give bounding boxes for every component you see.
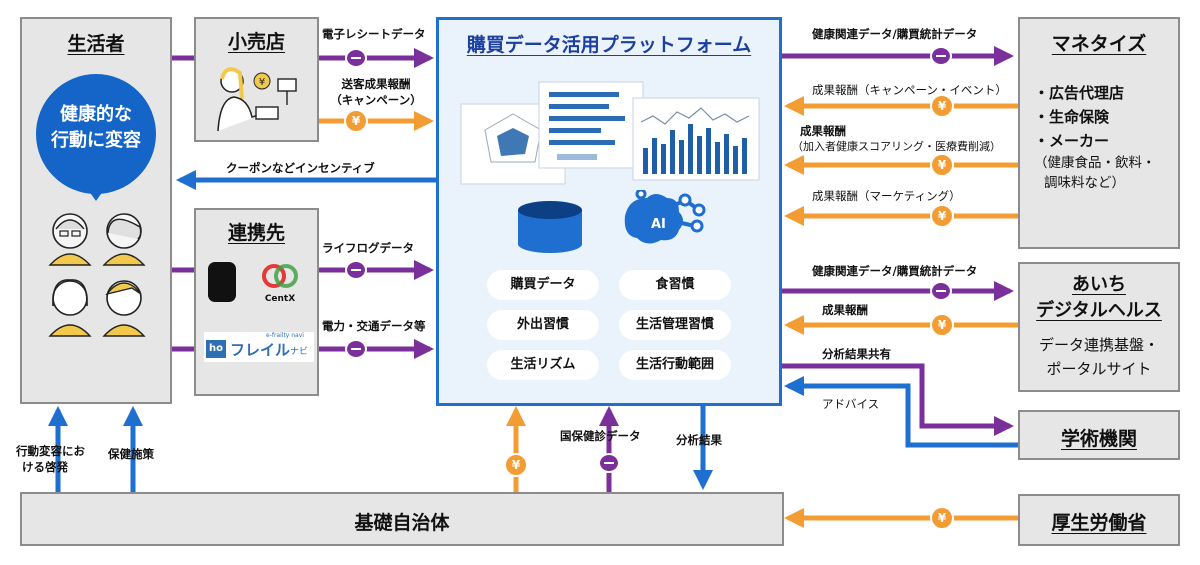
kouriten-title: 小売店 bbox=[227, 31, 285, 53]
kouroushou-title: 厚生労働省 bbox=[1051, 512, 1147, 534]
monetize-box: マネタイズ ・広告代理店 ・生命保険 ・メーカー （健康食品・飲料・ 調味料など… bbox=[1018, 17, 1180, 249]
aichi-box: あいち デジタルヘルス データ連携基盤・ ポータルサイト bbox=[1018, 262, 1180, 392]
label-coupon: クーポンなどインセンティブ bbox=[226, 161, 375, 175]
svg-text:¥: ¥ bbox=[259, 77, 265, 88]
yen-icon-kiso: ¥ bbox=[504, 453, 528, 477]
item-gaishutsu: 外出習慣 bbox=[487, 310, 599, 340]
item-shokushukan: 食習慣 bbox=[619, 270, 731, 300]
item-koudouhani: 生活行動範囲 bbox=[619, 350, 731, 380]
aichi-title-1: あいち bbox=[1072, 274, 1126, 295]
label-souky-2: （キャンペーン） bbox=[330, 93, 422, 107]
label-kodo-1: 行動変容にお bbox=[16, 444, 85, 458]
label-lifelog: ライフログデータ bbox=[322, 241, 414, 255]
elderly-man-icon bbox=[48, 213, 92, 266]
label-energy: 電力・交通データ等 bbox=[322, 319, 426, 333]
label-advice: アドバイス bbox=[822, 397, 880, 411]
monetize-item-ad: ・広告代理店 bbox=[1034, 84, 1125, 102]
data-icon-energy bbox=[345, 339, 367, 359]
gakujutsu-box: 学術機関 bbox=[1018, 410, 1180, 460]
label-kodo-2: ける啓発 bbox=[22, 460, 68, 474]
dashboard-illustration bbox=[460, 81, 760, 185]
behavior-bubble: 健康的な 行動に変容 bbox=[36, 74, 156, 194]
label-bunseki-share: 分析結果共有 bbox=[822, 347, 891, 361]
ai-label: AI bbox=[651, 217, 666, 232]
seikatsusha-title: 生活者 bbox=[67, 33, 125, 55]
bar-chart-icon bbox=[632, 97, 760, 181]
label-bunseki: 分析結果 bbox=[676, 433, 722, 447]
label-kokuho: 国保健診データ bbox=[560, 429, 641, 443]
aichi-desc-2: ポータルサイト bbox=[1046, 360, 1152, 378]
yen-icon-kouroushou: ¥ bbox=[930, 506, 954, 530]
label-hoken: 保健施策 bbox=[108, 447, 154, 461]
monetize-item-maker: ・メーカー bbox=[1034, 132, 1110, 150]
label-seika-ins-2: （加入者健康スコアリング・医療費削減） bbox=[792, 140, 1001, 153]
frail-house-icon: ho bbox=[206, 340, 226, 358]
monetize-item-insurance: ・生命保険 bbox=[1034, 108, 1110, 126]
platform-title: 購買データ活用プラットフォーム bbox=[466, 34, 752, 56]
kouriten-box: 小売店 ¥ bbox=[194, 17, 319, 142]
kiso-box: 基礎自治体 bbox=[20, 492, 784, 546]
yen-icon-souky: ¥ bbox=[344, 109, 368, 133]
label-kenko-aichi: 健康関連データ/購買統計データ bbox=[812, 264, 978, 278]
data-icon-kokuho bbox=[598, 453, 620, 473]
label-seika-camp: 成果報酬（キャンペーン・イベント） bbox=[812, 83, 1007, 97]
data-icon-kenko-aichi bbox=[930, 281, 952, 301]
gakujutsu-title: 学術機関 bbox=[1060, 428, 1137, 450]
ai-network-icon: AI bbox=[624, 190, 706, 244]
label-kenko-top: 健康関連データ/購買統計データ bbox=[812, 27, 978, 41]
item-rhythm: 生活リズム bbox=[487, 350, 599, 380]
bubble-line-1: 健康的な bbox=[60, 104, 132, 125]
kouroushou-box: 厚生労働省 bbox=[1018, 494, 1180, 546]
wearable-band-icon bbox=[208, 262, 236, 302]
label-seika-mkt: 成果報酬（マーケティング） bbox=[812, 189, 961, 203]
item-seikatsukanri: 生活管理習慣 bbox=[619, 310, 731, 340]
data-icon-lifelog bbox=[345, 260, 367, 280]
yen-icon-aichi: ¥ bbox=[930, 313, 954, 337]
arrow-bunseki-share bbox=[780, 363, 1014, 436]
monetize-note-2: 調味料など） bbox=[1044, 175, 1125, 191]
seikatsusha-box: 生活者 健康的な 行動に変容 bbox=[20, 17, 172, 404]
young-woman-icon bbox=[48, 279, 92, 337]
frail-navi-text: ナビ bbox=[290, 347, 309, 357]
table-chart-icon bbox=[538, 81, 644, 169]
aichi-desc-1: データ連携基盤・ bbox=[1038, 336, 1159, 354]
renkeisaki-title: 連携先 bbox=[227, 222, 285, 244]
frail-logo-text: フレイル bbox=[230, 341, 291, 359]
arrow-advice bbox=[784, 376, 1018, 448]
item-kobai: 購買データ bbox=[487, 270, 599, 300]
aichi-title-2: デジタルヘルス bbox=[1036, 300, 1162, 321]
database-icon bbox=[518, 201, 582, 253]
monetize-title: マネタイズ bbox=[1051, 33, 1147, 55]
frail-navi-logo: ho e-frailty navi フレイル ナビ bbox=[204, 332, 314, 362]
young-man-icon bbox=[102, 280, 146, 337]
cashier-illustration: ¥ bbox=[217, 67, 297, 132]
monetize-note-1: （健康食品・飲料・ bbox=[1034, 155, 1156, 171]
monetize-list: ・広告代理店 ・生命保険 ・メーカー （健康食品・飲料・ 調味料など） bbox=[1034, 81, 1156, 193]
renkeisaki-box: 連携先 CentX ho e-frailty navi フレイル ナビ bbox=[194, 208, 319, 396]
yen-icon-ins: ¥ bbox=[930, 153, 954, 177]
frail-small-text: e-frailty navi bbox=[266, 332, 304, 339]
centx-logo-icon bbox=[262, 264, 298, 288]
label-seika-ins-1: 成果報酬 bbox=[800, 124, 846, 138]
platform-box: 購買データ活用プラットフォーム bbox=[436, 17, 782, 406]
yen-icon-camp: ¥ bbox=[930, 94, 954, 118]
data-icon-receipt bbox=[345, 48, 367, 68]
bubble-tail bbox=[86, 187, 106, 201]
label-seika-aichi: 成果報酬 bbox=[822, 303, 868, 317]
data-icon-kenko-top bbox=[930, 46, 952, 66]
bubble-line-2: 行動に変容 bbox=[51, 130, 141, 151]
yen-icon-mkt: ¥ bbox=[930, 204, 954, 228]
kiso-title: 基礎自治体 bbox=[354, 512, 450, 534]
people-illustration bbox=[48, 213, 146, 337]
centx-logo-text: CentX bbox=[264, 294, 296, 304]
label-souky-1: 送客成果報酬 bbox=[341, 77, 411, 91]
label-receipt: 電子レシートデータ bbox=[322, 27, 426, 41]
elderly-woman-icon bbox=[102, 213, 146, 266]
